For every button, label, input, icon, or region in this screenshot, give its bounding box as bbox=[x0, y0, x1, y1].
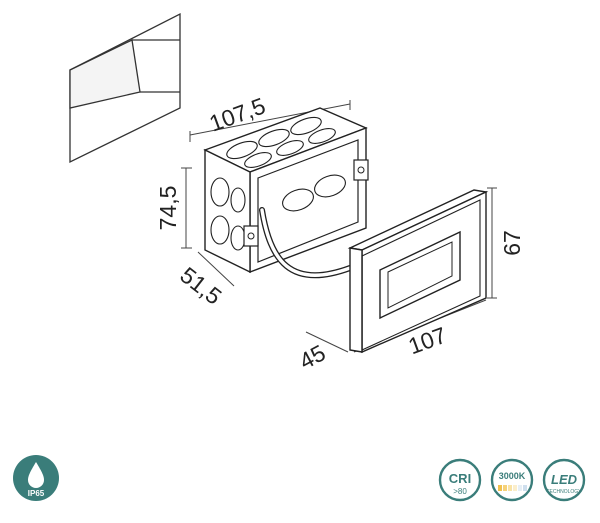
wall-recess-drawing bbox=[69, 12, 181, 164]
cri-value: >80 bbox=[453, 487, 467, 496]
luminaire-plate bbox=[347, 189, 489, 354]
cri-label: CRI bbox=[449, 471, 471, 486]
water-drop-icon bbox=[28, 462, 44, 488]
dim-plate-depth: 45 bbox=[295, 339, 330, 374]
led-label: LED bbox=[551, 472, 578, 487]
color-temperature-badge: 3000K bbox=[490, 458, 534, 502]
ip-rating-badge: IP65 bbox=[13, 455, 59, 501]
color-temperature-label: 3000K bbox=[499, 471, 526, 481]
cri-badge: CRI >80 bbox=[438, 458, 482, 502]
dim-box-depth: 51,5 bbox=[175, 262, 226, 310]
dim-plate-height: 67 bbox=[499, 230, 525, 256]
color-temperature-scale-icon bbox=[498, 485, 527, 491]
led-sub-label: TECHNOLOGY bbox=[546, 489, 582, 495]
led-technology-badge: LED TECHNOLOGY bbox=[542, 458, 586, 502]
ip-rating-label: IP65 bbox=[28, 489, 45, 498]
mounting-box bbox=[203, 107, 369, 274]
dim-box-height: 74,5 bbox=[155, 186, 181, 231]
